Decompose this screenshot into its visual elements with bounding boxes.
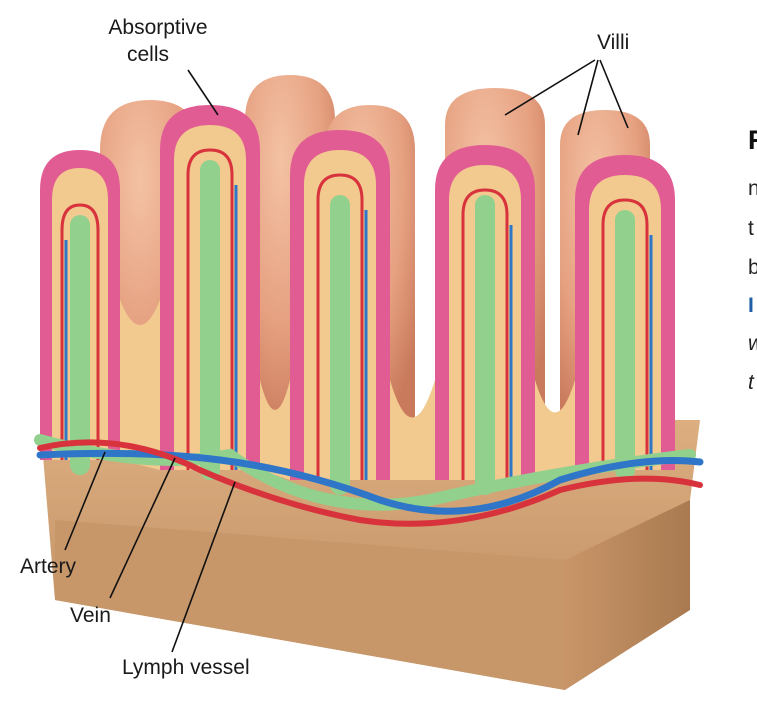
label-absorptive-cells-line-1: Absorptive bbox=[98, 14, 218, 41]
leader-villi-1 bbox=[505, 60, 595, 115]
side-text-line-4: I bbox=[748, 290, 757, 321]
side-text-line-1: n bbox=[748, 173, 757, 204]
side-text-line-3: b bbox=[748, 252, 757, 283]
side-text-line-2: t bbox=[748, 213, 757, 244]
side-text-heading: F bbox=[748, 125, 757, 156]
label-villi: Villi bbox=[597, 29, 629, 56]
side-text-line-5: w bbox=[748, 328, 757, 359]
label-absorptive-cells: Absorptive cells bbox=[98, 14, 218, 68]
label-vein: Vein bbox=[70, 602, 111, 629]
side-text-line-6: t bbox=[748, 367, 757, 398]
label-lymph-vessel: Lymph vessel bbox=[122, 654, 250, 681]
label-artery: Artery bbox=[20, 553, 76, 580]
label-absorptive-cells-line-2: cells bbox=[98, 41, 218, 68]
